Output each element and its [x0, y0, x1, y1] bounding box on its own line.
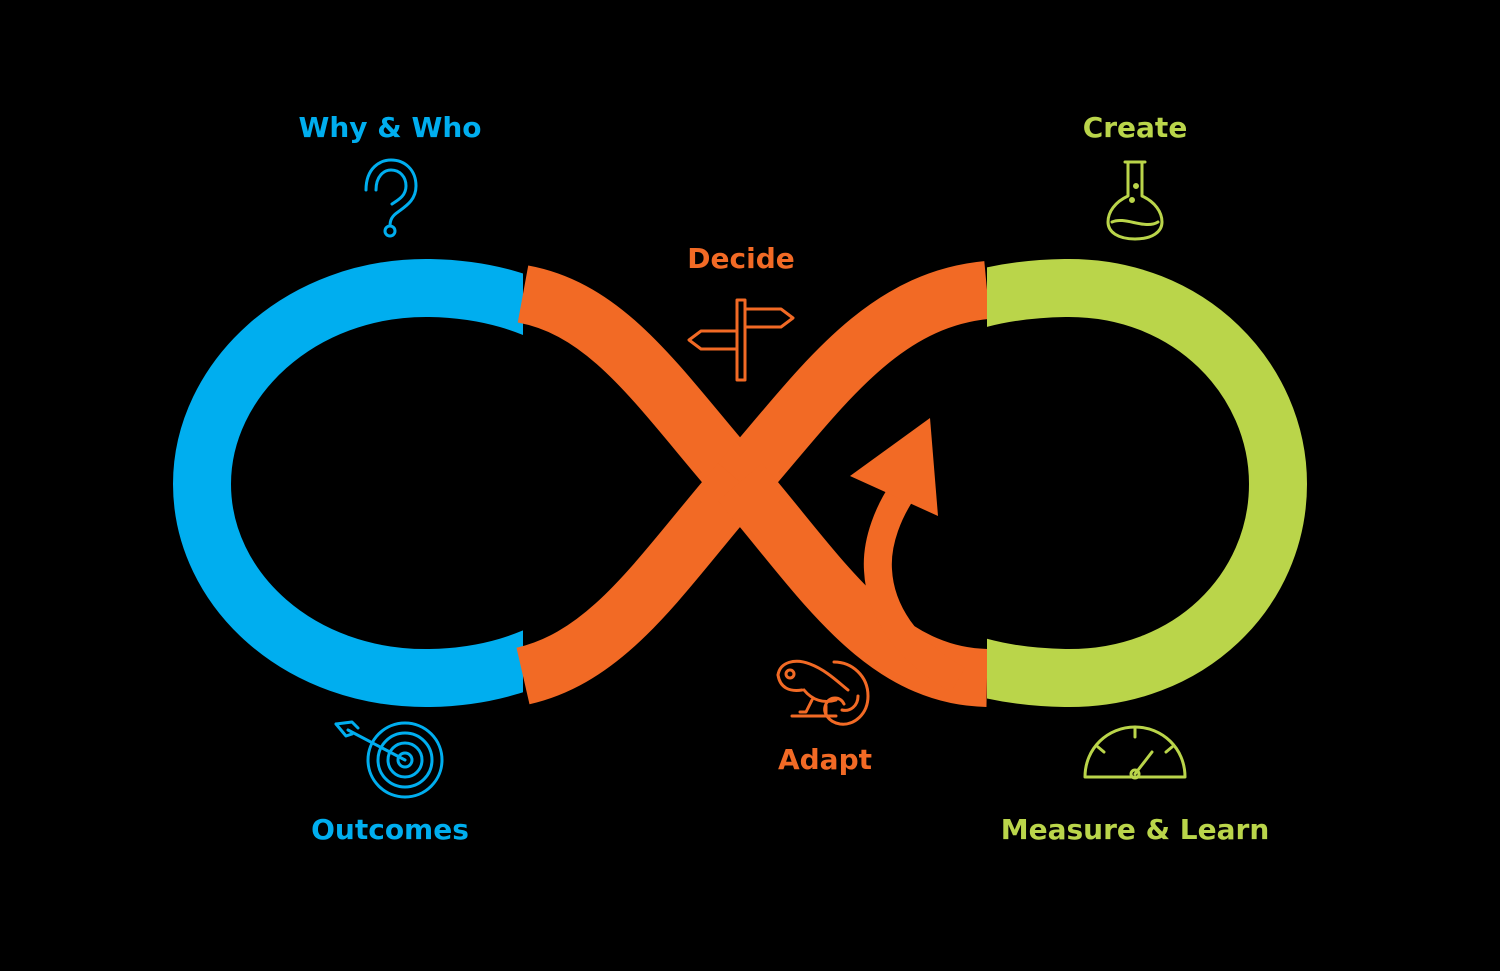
target-icon — [334, 720, 444, 799]
question-icon — [364, 158, 418, 238]
loop-segment-decide-right — [718, 261, 991, 502]
loop-segment-adapt-left — [515, 463, 762, 705]
signpost-icon — [687, 298, 795, 382]
gauge-icon — [1083, 725, 1187, 780]
chameleon-icon — [776, 659, 870, 726]
label-why-who: Why & Who — [298, 111, 481, 144]
loop-segment-decide-left — [516, 265, 762, 502]
adapt-arrow-shaft — [863, 484, 966, 693]
label-decide: Decide — [687, 242, 794, 275]
loop-segment-create-measure — [987, 258, 1308, 708]
infinity-loop — [172, 258, 1308, 708]
loop-segment-adapt-right — [718, 463, 989, 707]
label-adapt: Adapt — [778, 743, 872, 776]
label-measure-learn: Measure & Learn — [1001, 813, 1270, 846]
loop-segment-why-outcomes — [172, 258, 523, 708]
adapt-arrow — [850, 418, 966, 693]
flask-icon — [1106, 160, 1164, 241]
label-outcomes: Outcomes — [311, 813, 469, 846]
adapt-arrow-head — [850, 418, 938, 516]
label-create: Create — [1083, 111, 1188, 144]
